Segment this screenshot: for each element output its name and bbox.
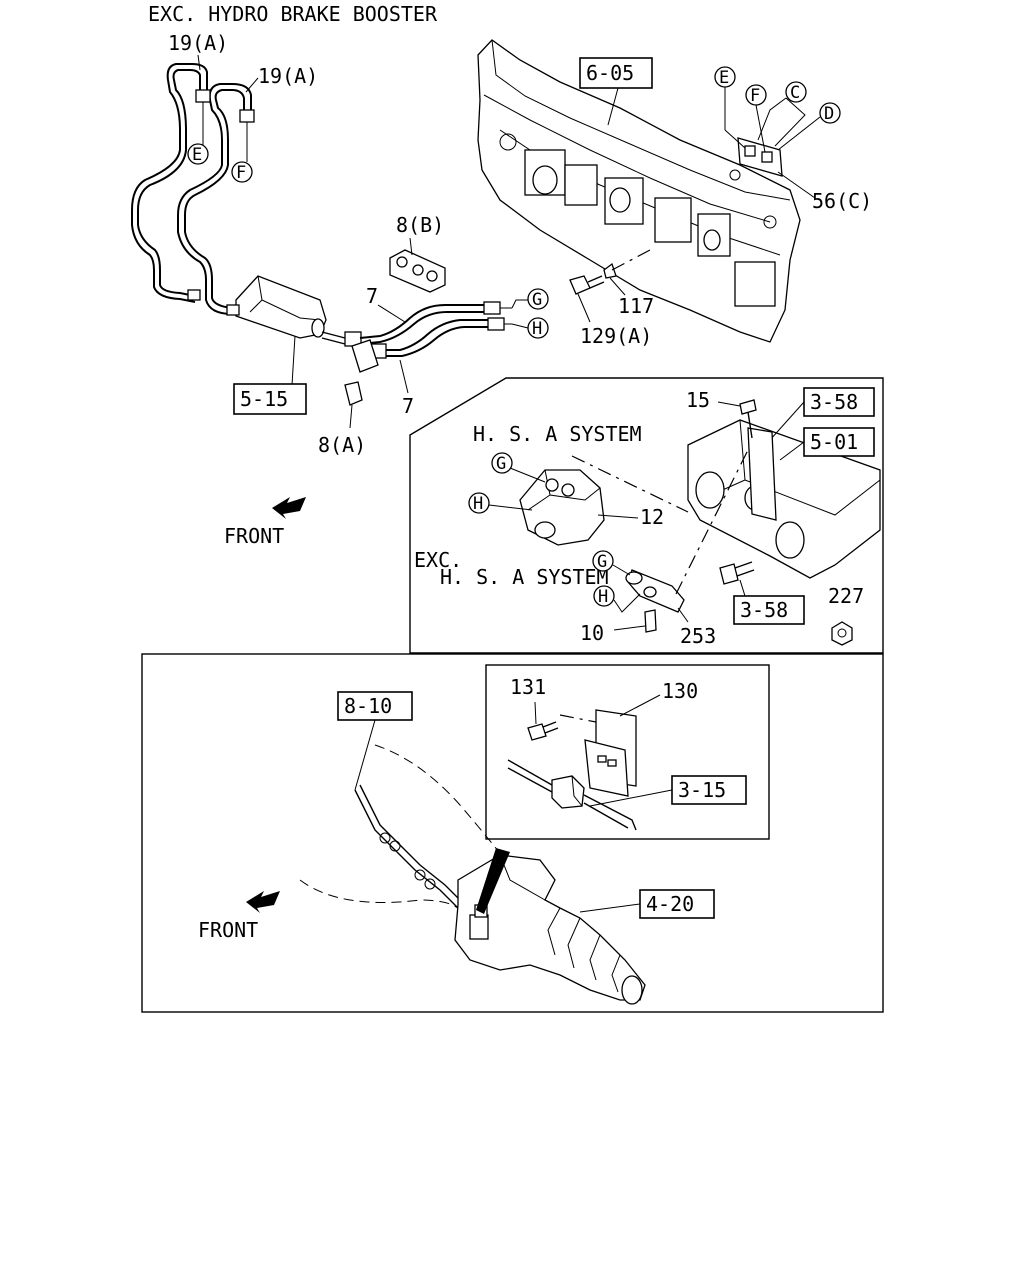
exc-hsa-label-line2: H. S. A SYSTEM [440,565,609,589]
svg-text:G: G [532,290,542,310]
svg-text:3-58[interactable]: 3-58 [740,598,788,622]
callout-circle-g [491,452,513,474]
flare-nut-icon [195,89,211,103]
part-label-56c: 56(C) [812,189,872,213]
part-label-10: 10 [580,621,604,645]
mounting-bracket [747,427,777,521]
svg-text:6-05[interactable]: 6-05 [586,61,634,85]
bolt-10 [644,609,657,633]
nut-227 [831,621,853,646]
svg-text:H: H [532,319,542,339]
hsa-system-label: H. S. A SYSTEM [473,422,642,446]
callout-circle-g [592,550,614,572]
brake-pipe-7 [359,304,490,357]
svg-text:G: G [597,552,607,572]
bolt-129a [569,275,605,295]
svg-text:5-01[interactable]: 5-01 [810,430,858,454]
bracket-130 [584,709,637,797]
part-label-19a: 19(A) [258,64,318,88]
svg-text:C: C [790,83,800,103]
pipe-clip-8a [344,339,379,406]
svg-text:H: H [473,494,483,514]
bolt-15 [739,399,757,415]
svg-text:8-10[interactable]: 8-10 [344,694,392,718]
part-label-19a: 19(A) [168,31,228,55]
part-label-130: 130 [662,679,698,703]
svg-text:H: H [598,587,608,607]
pointer-wedge-icon [476,848,510,914]
flare-nut-icon [487,317,505,331]
hsa-system-panel [409,377,884,654]
part-label-227: 227 [828,584,864,608]
front-label: FRONT [198,918,258,942]
part-label-131: 131 [510,675,546,699]
ref-box-3-58[interactable] [733,595,805,625]
front-arrow-icon [272,497,306,519]
part-label-15: 15 [686,388,710,412]
callout-circle-f [231,161,253,183]
joint-253 [625,569,685,613]
callout-circle-h [468,492,490,514]
exc-hsa-label-line1: EXC. [414,548,462,572]
svg-text:5-15[interactable]: 5-15 [240,387,288,411]
part-label-12: 12 [640,505,664,529]
frame-rail [687,419,881,579]
bracket-56c [737,137,783,177]
part-label-7: 7 [402,394,414,418]
brake-pipe-19a-right [177,83,252,315]
callout-circle-d [819,102,841,124]
brake-pipe-19a-left [131,63,208,303]
front-label: FRONT [224,524,284,548]
pipe-clip-8b [389,249,446,293]
switch-bracket-inset [485,664,770,840]
callout-circle-h [593,585,615,607]
svg-text:G: G [496,454,506,474]
callout-circle-c [785,81,807,103]
part-label-8a: 8(A) [318,433,366,457]
svg-text:3-58[interactable]: 3-58 [810,390,858,414]
bolt-icon [719,563,739,585]
svg-text:4-20[interactable]: 4-20 [646,892,694,916]
switch-connector [551,775,585,809]
callout-circle-e [187,143,209,165]
washer-117 [603,262,617,279]
transmission-panel [141,653,884,1013]
dash-cowl-panel [477,39,801,343]
diagram-title: EXC. HYDRO BRAKE BOOSTER [148,2,438,26]
ref-box-6-05[interactable] [579,57,653,89]
front-arrow-icon [246,891,280,913]
svg-text:F: F [236,163,246,183]
hsa-unit-12 [519,469,605,546]
part-label-117: 117 [618,294,654,318]
svg-text:3-15[interactable]: 3-15 [678,778,726,802]
ref-box-5-15[interactable] [233,383,307,415]
part-label-253: 253 [680,624,716,648]
svg-text:F: F [750,86,760,106]
transmission-case [454,854,646,1005]
flare-nut-icon [483,301,501,315]
part-label-129a: 129(A) [580,324,652,348]
svg-text:E: E [192,145,202,165]
ref-box-3-15[interactable] [671,775,747,805]
proportioning-valve [187,275,327,339]
callout-circle-g [527,288,549,310]
svg-text:E: E [719,68,729,88]
part-label-7: 7 [366,284,378,308]
bolt-131 [527,723,547,741]
svg-text:D: D [824,104,834,124]
flare-nut-icon [239,109,255,123]
part-label-8b: 8(B) [396,213,444,237]
